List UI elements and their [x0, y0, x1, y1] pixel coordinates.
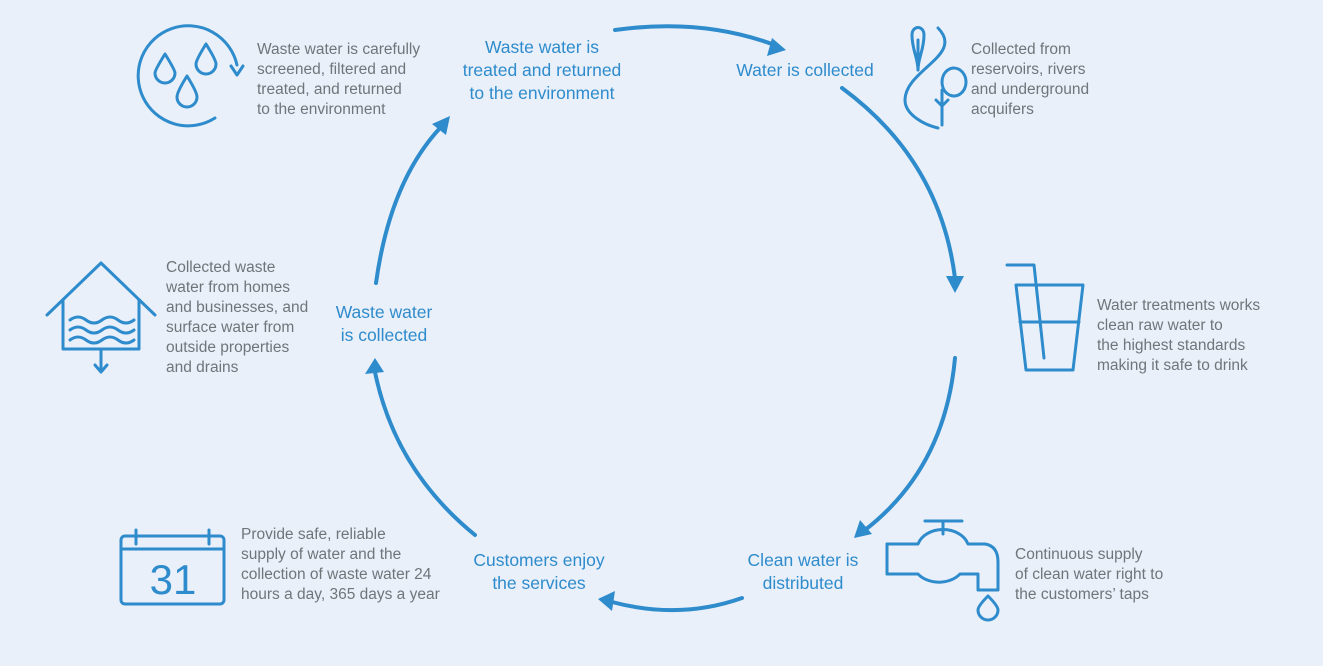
arrow-treatment-to-distributed [854, 356, 957, 538]
calendar-day: 31 [150, 556, 197, 603]
glass-of-water-icon [1005, 263, 1085, 372]
description-treated: Waste water is carefully screened, filte… [257, 41, 421, 118]
stage-label-distributed: Clean water is distributed [747, 550, 859, 593]
river-trees-icon [903, 26, 968, 130]
stage-label-customers: Customers enjoy the services [473, 550, 605, 593]
description-treatment-works: Water treatments works clean raw water t… [1097, 297, 1261, 374]
stage-label-waste-collected: Waste water is collected [335, 302, 433, 345]
description-customers: Provide safe, reliable supply of water a… [241, 526, 440, 603]
description-waste-collected: Collected waste water from homes and bus… [166, 259, 309, 376]
arrow-collected-to-treatment [840, 86, 964, 293]
stage-label-water-collected: Water is collected [736, 60, 874, 80]
description-distributed: Continuous supply of clean water right t… [1015, 546, 1164, 603]
calendar-icon: 31 [119, 528, 226, 606]
house-water-icon [45, 261, 157, 374]
arrow-treated-to-collected [613, 24, 786, 56]
description-collected: Collected from reservoirs, rivers and un… [971, 41, 1090, 118]
arrow-distributed-to-customers [598, 591, 744, 613]
tap-icon [885, 519, 1000, 622]
arrow-customers-to-waste-collected [365, 358, 477, 537]
arrow-waste-collected-to-treated [374, 116, 450, 285]
water-drops-icon [136, 24, 245, 128]
stage-label-treated: Waste water is treated and returned to t… [462, 37, 622, 103]
